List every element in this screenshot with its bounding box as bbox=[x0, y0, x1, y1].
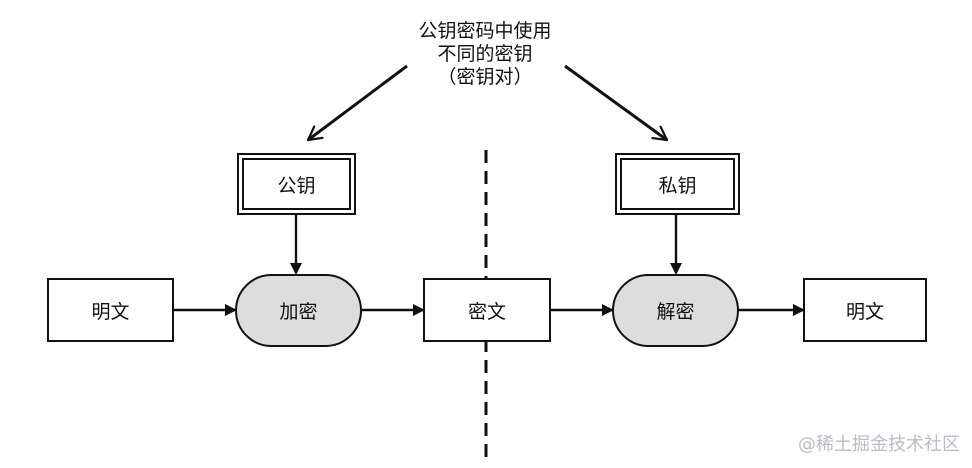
decrypt-label: 解密 bbox=[656, 301, 695, 323]
plaintext-box-right: 明文 bbox=[803, 278, 927, 342]
ciphertext-box: 密文 bbox=[423, 278, 551, 342]
note-line-1: 公钥密码中使用 bbox=[418, 20, 552, 42]
note-line-3: （密钥对） bbox=[437, 66, 533, 89]
encrypt-label: 加密 bbox=[279, 301, 318, 323]
ciphertext-label: 密文 bbox=[467, 300, 506, 323]
plaintext-box-left: 明文 bbox=[47, 278, 174, 342]
private-key-label: 私钥 bbox=[620, 158, 735, 210]
encrypt-pill: 加密 bbox=[235, 274, 362, 347]
decrypt-pill: 解密 bbox=[612, 274, 739, 347]
public-key-box: 公钥 bbox=[237, 153, 356, 215]
arrow-note-to-public-key bbox=[308, 64, 408, 142]
private-key-box: 私钥 bbox=[615, 153, 740, 215]
arrow-note-to-private-key bbox=[564, 64, 667, 142]
plaintext-right-label: 明文 bbox=[845, 300, 884, 323]
key-pair-note: 公钥密码中使用 不同的密钥 （密钥对） bbox=[395, 20, 575, 90]
note-line-2: 不同的密钥 bbox=[437, 43, 533, 66]
watermark: @稀土掘金技术社区 bbox=[798, 434, 960, 455]
plaintext-left-label: 明文 bbox=[91, 300, 130, 323]
public-key-label: 公钥 bbox=[242, 158, 351, 210]
